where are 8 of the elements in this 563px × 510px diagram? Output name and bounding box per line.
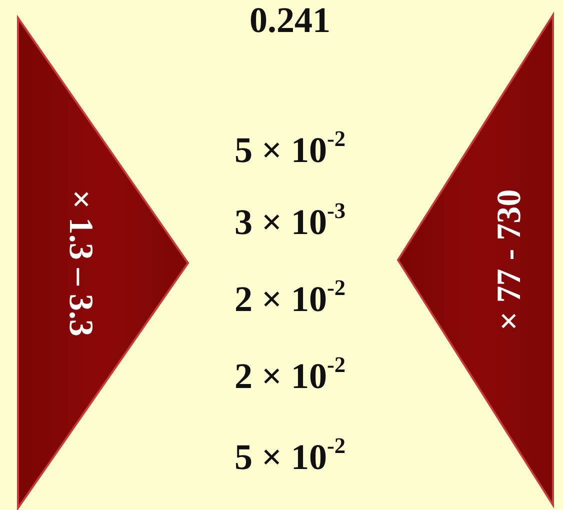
value-label: 0.241 [250, 0, 330, 41]
value-label: 5 × 10$^{-2}$ [234, 436, 346, 478]
value-label: 2 × 10$^{-2}$ [234, 278, 346, 320]
value-label: 2 × 10$^{-2}$ [234, 355, 346, 397]
value-label: 5 × 10$^{-2}$ [234, 129, 346, 171]
rotated-label: × 1.3 – 3.3 [61, 190, 99, 336]
value-label: 3 × 10$^{-3}$ [234, 201, 346, 243]
rotated-label: × 77 - 730 [491, 189, 529, 331]
